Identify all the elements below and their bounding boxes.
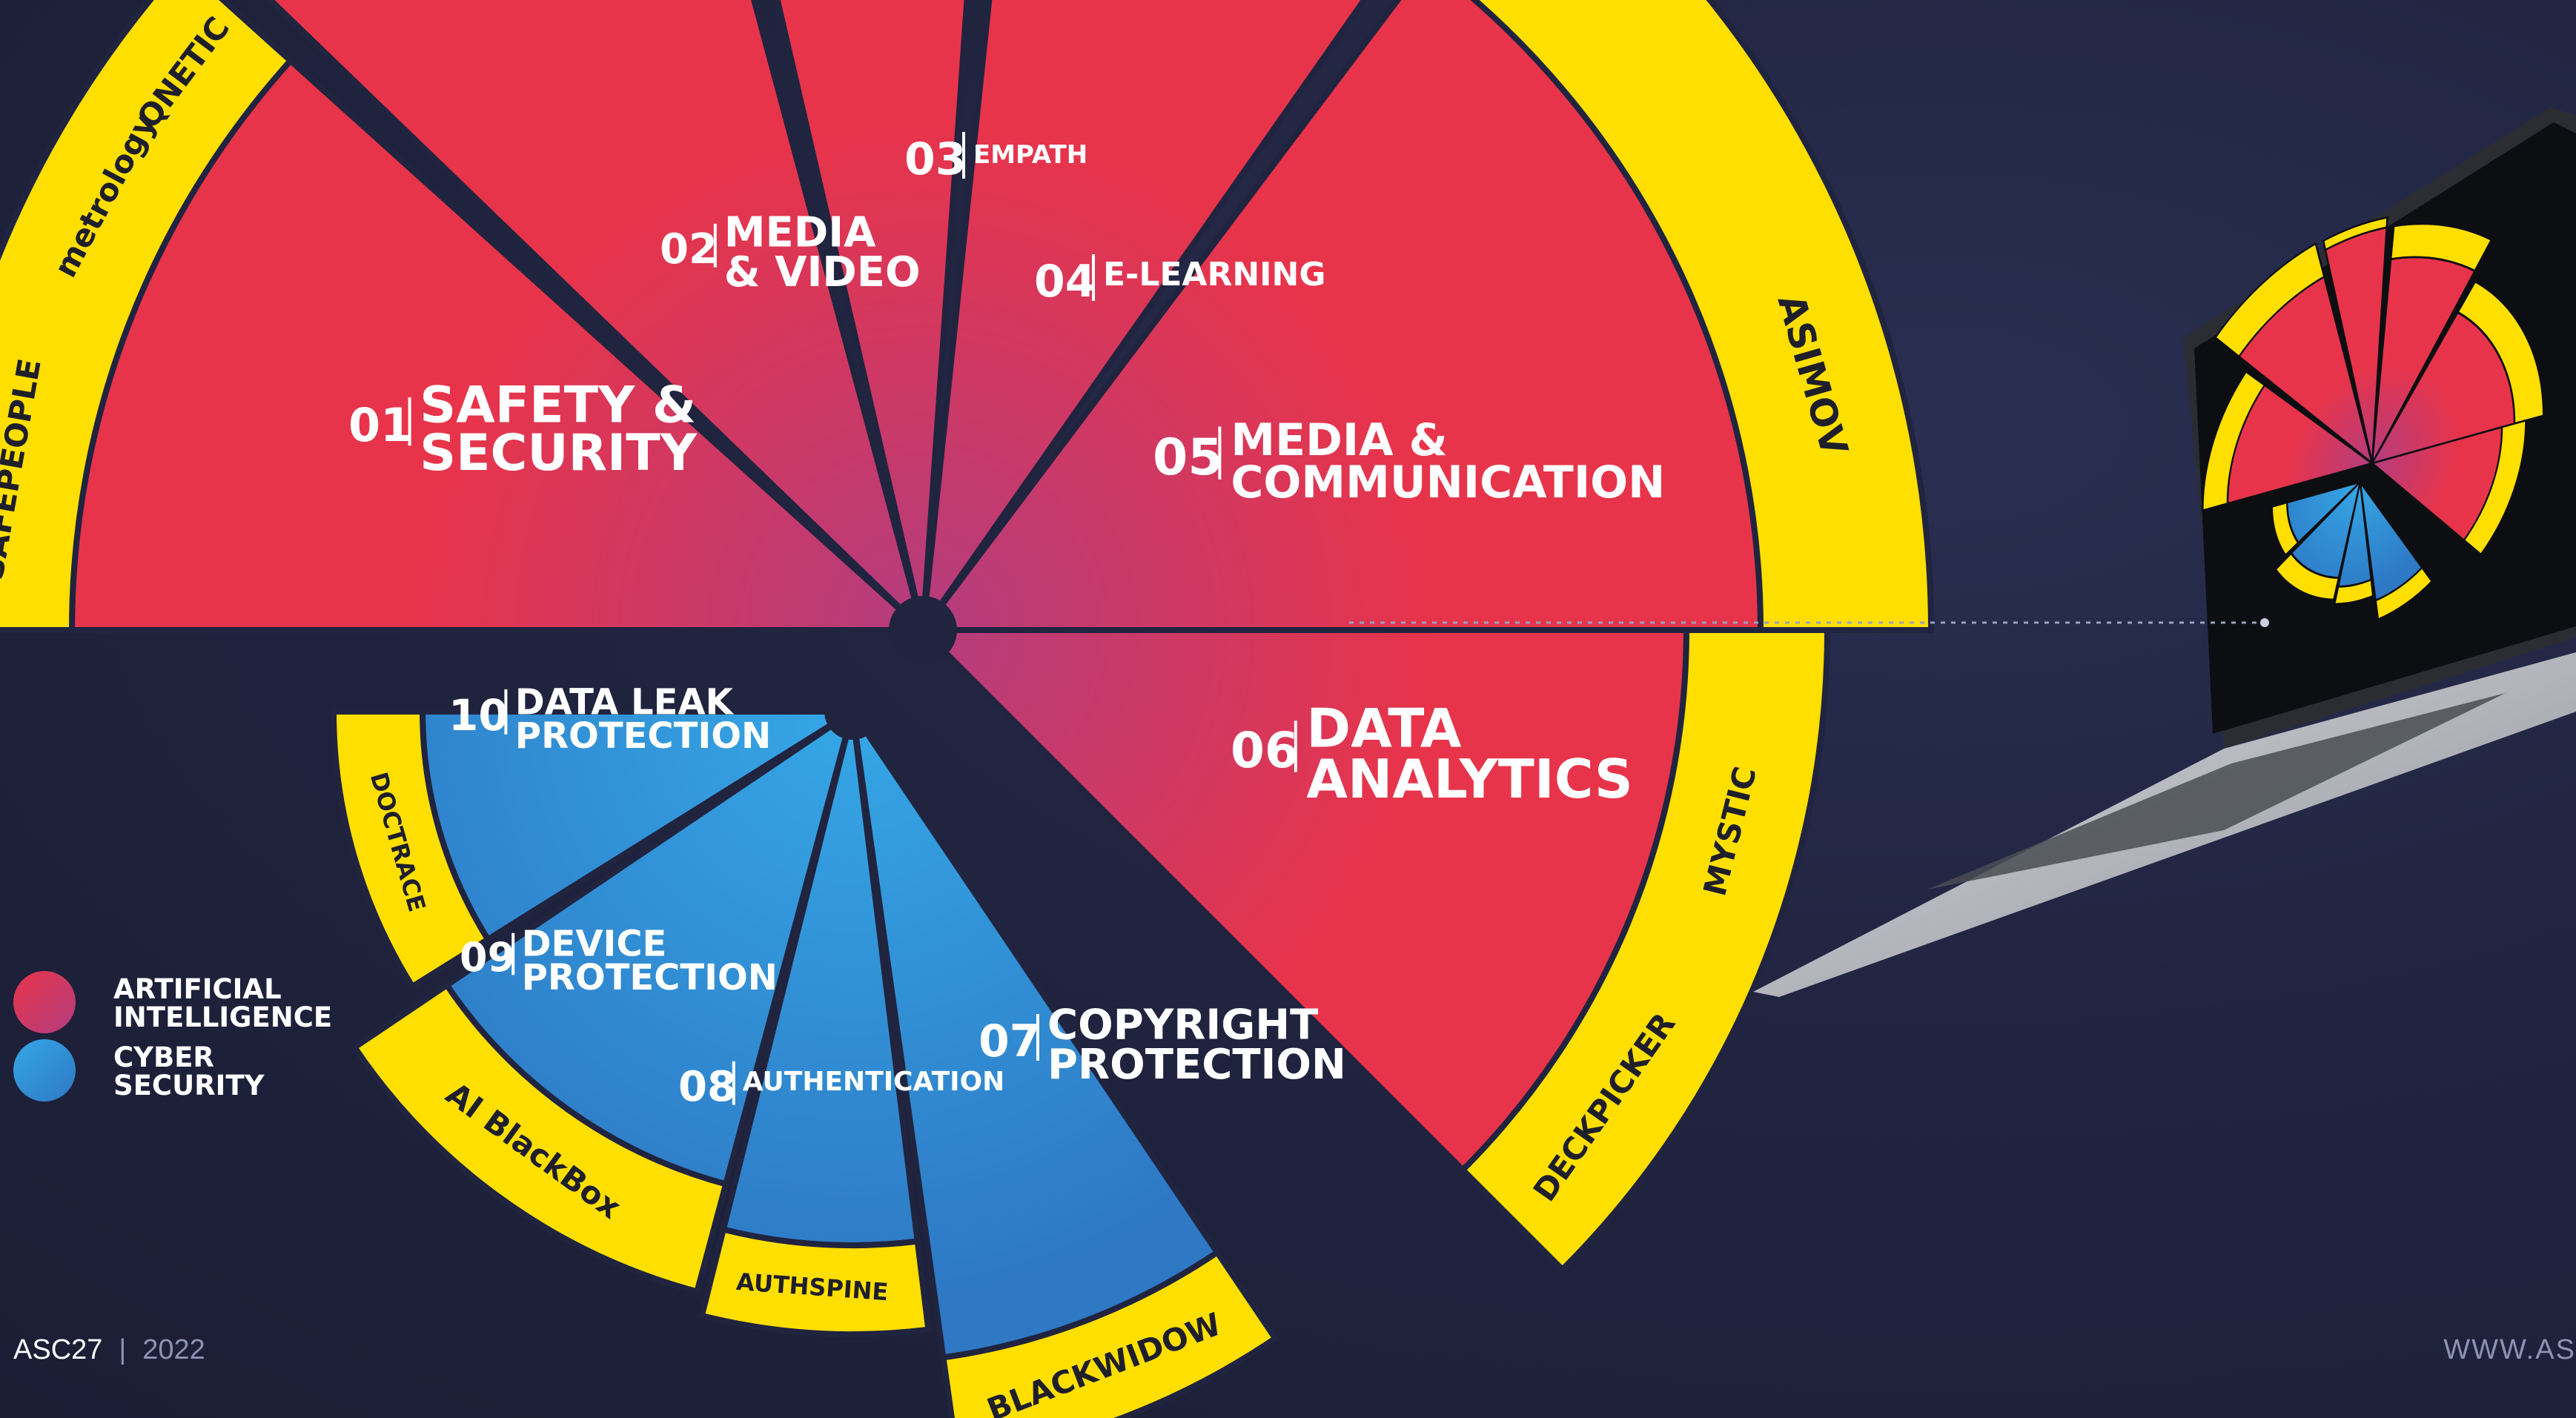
segment-label-10-line-2: PROTECTION [515, 715, 771, 757]
segment-label-02-line-1: MEDIA [724, 209, 876, 257]
segment-number-09: 09 [460, 934, 515, 981]
segment-02-media-video[interactable] [139, 0, 929, 640]
mini-brand-ring-04 [2389, 222, 2493, 273]
laptop-mini-wheel [2202, 216, 2545, 621]
mini-brand-ring-01 [2202, 370, 2266, 512]
website-link[interactable]: WWW.AS [2443, 1334, 2576, 1365]
segment-divider-07 [1036, 1014, 1039, 1061]
segment-label-09-line-2: PROTECTION [522, 957, 778, 998]
segment-label-06-line-2: ANALYTICS [1306, 748, 1632, 810]
segment-number-07: 07 [979, 1016, 1041, 1067]
segment-divider-04 [1092, 254, 1095, 301]
segment-divider-01 [408, 397, 411, 446]
segment-number-06: 06 [1231, 722, 1299, 779]
company-name: ASC27 [13, 1334, 103, 1365]
segment-label-06-line-1: DATA [1306, 698, 1461, 760]
segment-label-08-line-1: AUTHENTICATION [743, 1067, 1005, 1097]
segment-number-03: 03 [904, 133, 967, 185]
segment-divider-02 [713, 223, 717, 268]
segment-label-02-line-2: & VIDEO [724, 248, 921, 296]
cyber-legend-swatch [13, 1039, 76, 1101]
segment-label-04-line-1: E-LEARNING [1103, 256, 1325, 294]
mini-brand-ring-02 [2214, 242, 2325, 358]
segment-label-01-line-1: SAFETY & [420, 376, 696, 434]
segment-divider-06 [1294, 720, 1297, 772]
segment-divider-05 [1218, 426, 1222, 480]
footer-left: ASC27 | 2022 [13, 1334, 205, 1366]
segment-divider-10 [504, 689, 508, 735]
segment-divider-08 [732, 1061, 735, 1105]
segment-divider-09 [511, 932, 515, 975]
ai-wheel-hub [889, 596, 957, 664]
mini-brand-ring-03 [2322, 216, 2388, 251]
segment-label-01-line-2: SECURITY [420, 424, 698, 483]
segment-number-05: 05 [1153, 428, 1223, 487]
brand-ring-06 [1458, 627, 1831, 1274]
footer-separator: | [119, 1334, 127, 1365]
mini-brand-ring-08 [2333, 578, 2374, 606]
segment-number-10: 10 [448, 690, 509, 741]
segment-label-05-line-1: MEDIA & [1231, 414, 1447, 466]
legend-label-ai: ARTIFICIAL INTELLIGENCE [113, 973, 333, 1033]
footer-year: 2022 [142, 1334, 205, 1365]
mini-brand-ring-09 [2274, 551, 2340, 601]
brand-ring-05 [1470, 0, 1935, 633]
segment-label-03-line-1: EMPATH [973, 140, 1087, 170]
brand-ring-09 [350, 981, 730, 1296]
laptop-keyboard [1927, 693, 2506, 889]
mini-brand-ring-06 [2463, 419, 2527, 556]
mini-brand-ring-10 [2271, 501, 2299, 557]
segment-number-04: 04 [1034, 256, 1096, 308]
brand-ring-07 [939, 1248, 1279, 1418]
segment-number-08: 08 [678, 1063, 736, 1111]
brand-ring-01 [0, 0, 295, 633]
segment-label-10-line-1: DATA LEAK [515, 681, 735, 723]
legend-label-cyber: CYBER SECURITY [113, 1041, 265, 1101]
connector-dot [2260, 618, 2269, 627]
segment-number-02: 02 [660, 225, 718, 274]
segment-divider-03 [962, 132, 965, 179]
segment-03-empath[interactable] [648, 0, 1008, 631]
brand-ring-08 [698, 1225, 932, 1337]
segment-04-e-learning[interactable] [918, 0, 1526, 641]
segment-label-09-line-1: DEVICE [522, 923, 667, 964]
ai-legend-swatch [13, 971, 76, 1033]
segment-number-01: 01 [348, 398, 412, 452]
mini-brand-ring-05 [2456, 280, 2545, 425]
segment-label-05-line-2: COMMUNICATION [1231, 457, 1665, 508]
segment-label-07-line-1: COPYRIGHT [1047, 1001, 1318, 1050]
cyber-wheel-hub [824, 683, 881, 740]
brand-ring-10 [330, 709, 492, 991]
mini-brand-ring-07 [2374, 566, 2434, 621]
segment-label-07-line-2: PROTECTION [1047, 1041, 1346, 1089]
